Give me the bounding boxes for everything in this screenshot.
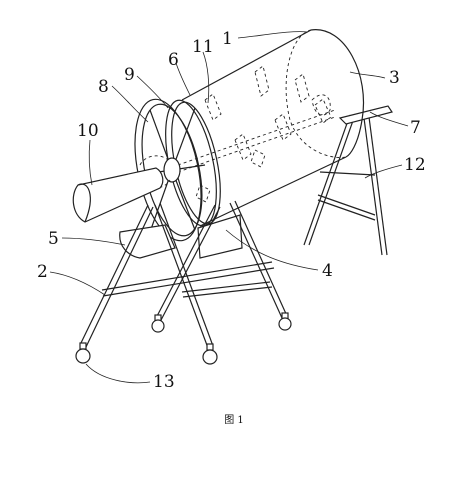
label-7: 7: [410, 118, 421, 138]
bearing-bracket: [338, 105, 393, 125]
label-8: 8: [98, 77, 109, 97]
label-2: 2: [37, 262, 48, 282]
front-support-frame: [79, 200, 288, 349]
label-12: 12: [404, 155, 426, 175]
label-1: 1: [222, 29, 233, 49]
motor-box: [197, 214, 243, 259]
label-13: 13: [153, 372, 175, 392]
label-5: 5: [48, 229, 59, 249]
label-11: 11: [192, 37, 214, 57]
leader-lines: [49, 31, 409, 384]
label-4: 4: [322, 261, 333, 281]
feed-funnel: [72, 167, 164, 223]
rear-support-frame: [303, 114, 388, 256]
discharge-chute: [119, 224, 176, 259]
label-9: 9: [124, 65, 135, 85]
reference-numerals: 1 3 6 11 8 9 7 10 12 5 4 2 13: [37, 29, 426, 392]
label-10: 10: [77, 121, 99, 141]
label-6: 6: [168, 50, 179, 70]
label-3: 3: [389, 68, 400, 88]
mixing-shaft-and-blades: [177, 65, 336, 203]
figure-caption: 图 1: [224, 414, 244, 426]
casters: [75, 312, 292, 365]
